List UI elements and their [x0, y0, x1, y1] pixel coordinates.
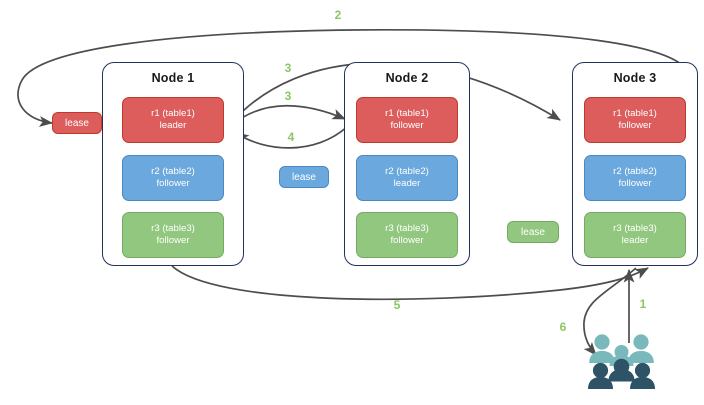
- step-label-6: 6: [559, 320, 567, 334]
- node-1-replica-r2[interactable]: r2 (table2) follower: [122, 155, 224, 201]
- node-1-replica-r1[interactable]: r1 (table1) leader: [122, 97, 224, 143]
- node-3-title: Node 3: [613, 71, 657, 85]
- node-3-replica-r2-role: follower: [618, 178, 652, 189]
- node-3-replica-r3-role: leader: [621, 235, 649, 246]
- edge-step-5: [171, 265, 649, 301]
- node-2-replica-r2-name: r2 (table2): [385, 165, 429, 177]
- node-1-replica-r3-role: follower: [156, 235, 190, 246]
- node-3-replica-r1-role: follower: [618, 120, 652, 131]
- lease-badge-green[interactable]: lease: [507, 221, 559, 243]
- node-1-title: Node 1: [151, 71, 195, 85]
- node-2-replica-r1[interactable]: r1 (table1) follower: [356, 97, 458, 143]
- node-3-replica-r2[interactable]: r2 (table2) follower: [584, 155, 686, 201]
- node-3-replica-r1[interactable]: r1 (table1) follower: [584, 97, 686, 143]
- node-2-replica-r1-name: r1 (table1): [385, 107, 429, 119]
- step-label-3-upper: 3: [284, 61, 292, 75]
- step-label-5: 5: [393, 298, 401, 312]
- node-2-title: Node 2: [385, 71, 429, 85]
- step-label-1: 1: [639, 297, 647, 311]
- node-1-replica-r2-name: r2 (table2): [151, 165, 195, 177]
- node-2-replica-r1-role: follower: [390, 120, 424, 131]
- lease-badge-blue[interactable]: lease: [279, 166, 329, 188]
- node-2-replica-r2-role: leader: [393, 178, 421, 189]
- node-1-replica-r3[interactable]: r3 (table3) follower: [122, 212, 224, 258]
- step-label-4: 4: [287, 130, 295, 144]
- lease-badge-red[interactable]: lease: [52, 112, 102, 134]
- step-label-3-lower: 3: [284, 89, 292, 103]
- node-1-replica-r1-role: leader: [159, 120, 187, 131]
- node-2-replica-r3-role: follower: [390, 235, 424, 246]
- node-2-replica-r2[interactable]: r2 (table2) leader: [356, 155, 458, 201]
- node-1-replica-r1-name: r1 (table1): [151, 107, 195, 119]
- edge-step-3-to-node2: [232, 104, 346, 125]
- node-2-replica-r3[interactable]: r3 (table3) follower: [356, 212, 458, 258]
- node-3-replica-r3-name: r3 (table3): [613, 222, 657, 234]
- node-3-replica-r1-name: r1 (table1): [613, 107, 657, 119]
- node-3-replica-r2-name: r2 (table2): [613, 165, 657, 177]
- node-3-replica-r3[interactable]: r3 (table3) leader: [584, 212, 686, 258]
- node-1-replica-r2-role: follower: [156, 178, 190, 189]
- users-icon: [588, 334, 655, 389]
- node-1-replica-r3-name: r3 (table3): [151, 222, 195, 234]
- node-2-replica-r3-name: r3 (table3): [385, 222, 429, 234]
- step-label-2: 2: [334, 8, 342, 22]
